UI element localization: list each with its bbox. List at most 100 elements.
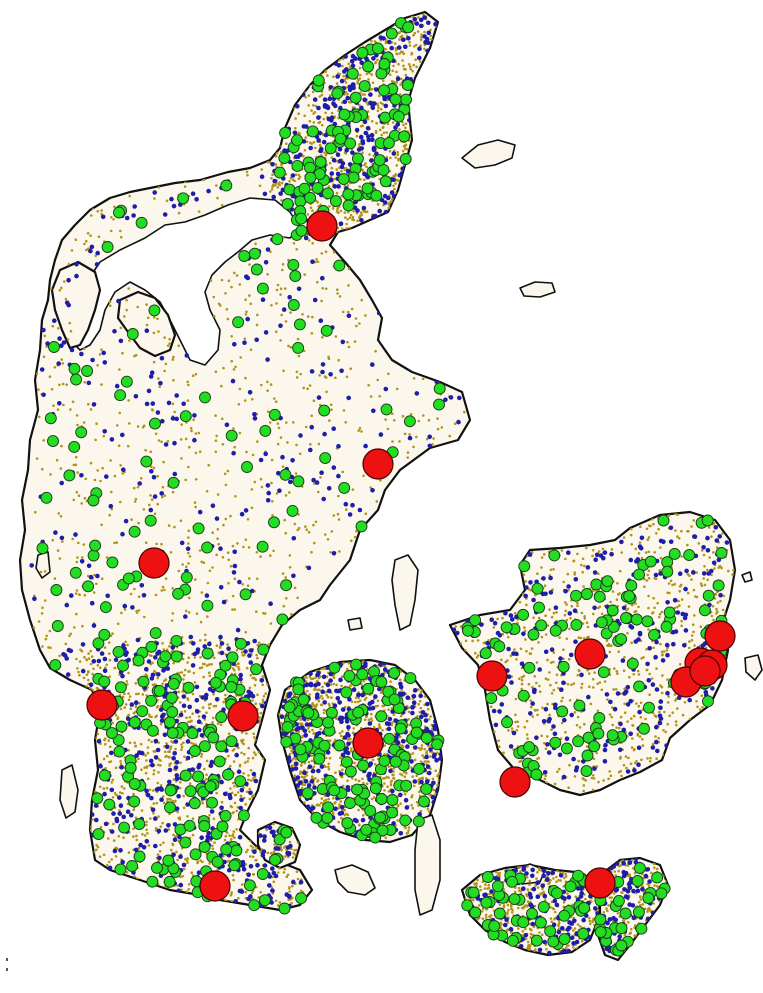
point-marker [278,713,281,716]
point-marker [329,683,333,686]
point-marker [358,322,361,325]
point-marker [387,708,390,711]
point-marker [591,548,595,552]
point-marker [191,833,195,837]
point-marker [483,887,487,890]
point-marker [719,599,722,603]
point-marker [252,777,255,780]
point-marker [652,902,655,905]
point-marker [376,58,379,62]
point-marker [303,783,307,786]
point-marker [573,711,577,714]
point-marker [358,73,362,77]
point-marker [580,939,584,943]
point-marker [534,948,537,951]
point-marker [562,876,566,880]
point-marker [231,594,235,598]
point-marker [284,531,288,535]
point-marker [617,650,620,653]
point-marker [619,769,623,773]
point-marker [526,940,530,944]
point-marker [339,756,342,760]
point-marker [548,713,551,717]
point-marker [248,787,251,791]
point-marker [644,551,648,554]
point-marker [332,250,336,254]
point-marker [155,706,159,709]
point-marker [543,553,546,556]
point-marker [337,518,341,521]
point-marker [551,907,555,910]
point-marker [148,503,151,507]
point-marker [541,706,544,710]
point-marker [395,178,399,182]
point-marker [390,779,394,783]
point-marker [395,70,398,74]
point-marker [600,612,604,616]
point-marker [205,773,208,777]
point-marker [101,466,104,470]
point-marker [347,662,351,665]
point-marker [216,196,219,200]
point-marker [107,641,111,644]
point-marker [567,944,570,947]
point-marker [105,786,109,790]
point-marker [119,464,122,467]
point-marker [306,689,309,693]
point-marker [137,595,141,598]
point-marker [113,541,116,545]
point-marker [305,528,309,531]
point-marker [434,769,438,773]
point-marker [303,273,307,276]
point-marker [623,656,626,659]
point-marker [143,834,147,837]
point-marker [607,904,610,907]
point-marker [377,106,380,110]
point-marker [404,68,407,71]
point-marker [344,421,348,424]
point-marker [374,763,377,766]
point-marker [112,839,116,842]
point-marker [655,867,659,871]
point-marker [137,757,140,761]
point-marker [381,777,385,780]
point-marker [562,901,566,904]
point-marker [619,715,623,719]
point-marker [68,634,71,638]
point-marker [314,146,317,150]
point-marker [215,791,218,795]
point-marker [231,544,235,548]
point-marker [230,285,233,289]
point-marker [328,161,332,165]
point-marker [127,671,130,675]
point-marker [57,512,60,515]
point-marker [110,781,114,784]
point-marker [538,684,541,688]
small-island-kattegat [519,281,556,298]
point-marker [287,898,291,902]
point-marker [632,673,635,676]
point-marker [152,811,155,815]
point-marker [359,91,362,94]
point-marker [429,34,433,38]
point-marker [269,622,273,625]
point-marker [535,681,538,685]
point-marker [572,559,575,563]
point-marker [43,570,47,573]
point-marker [158,850,162,853]
point-marker [533,675,536,678]
point-marker [102,853,106,857]
point-marker [326,695,330,699]
point-marker [291,884,294,888]
point-marker [476,639,480,642]
point-marker [125,298,128,302]
point-marker [220,278,224,282]
point-marker [200,560,203,564]
point-marker [413,45,416,48]
point-marker [587,635,590,639]
point-marker [389,156,392,160]
point-marker [172,778,176,781]
point-marker [87,402,90,406]
point-marker [266,410,270,414]
point-marker [274,154,278,158]
